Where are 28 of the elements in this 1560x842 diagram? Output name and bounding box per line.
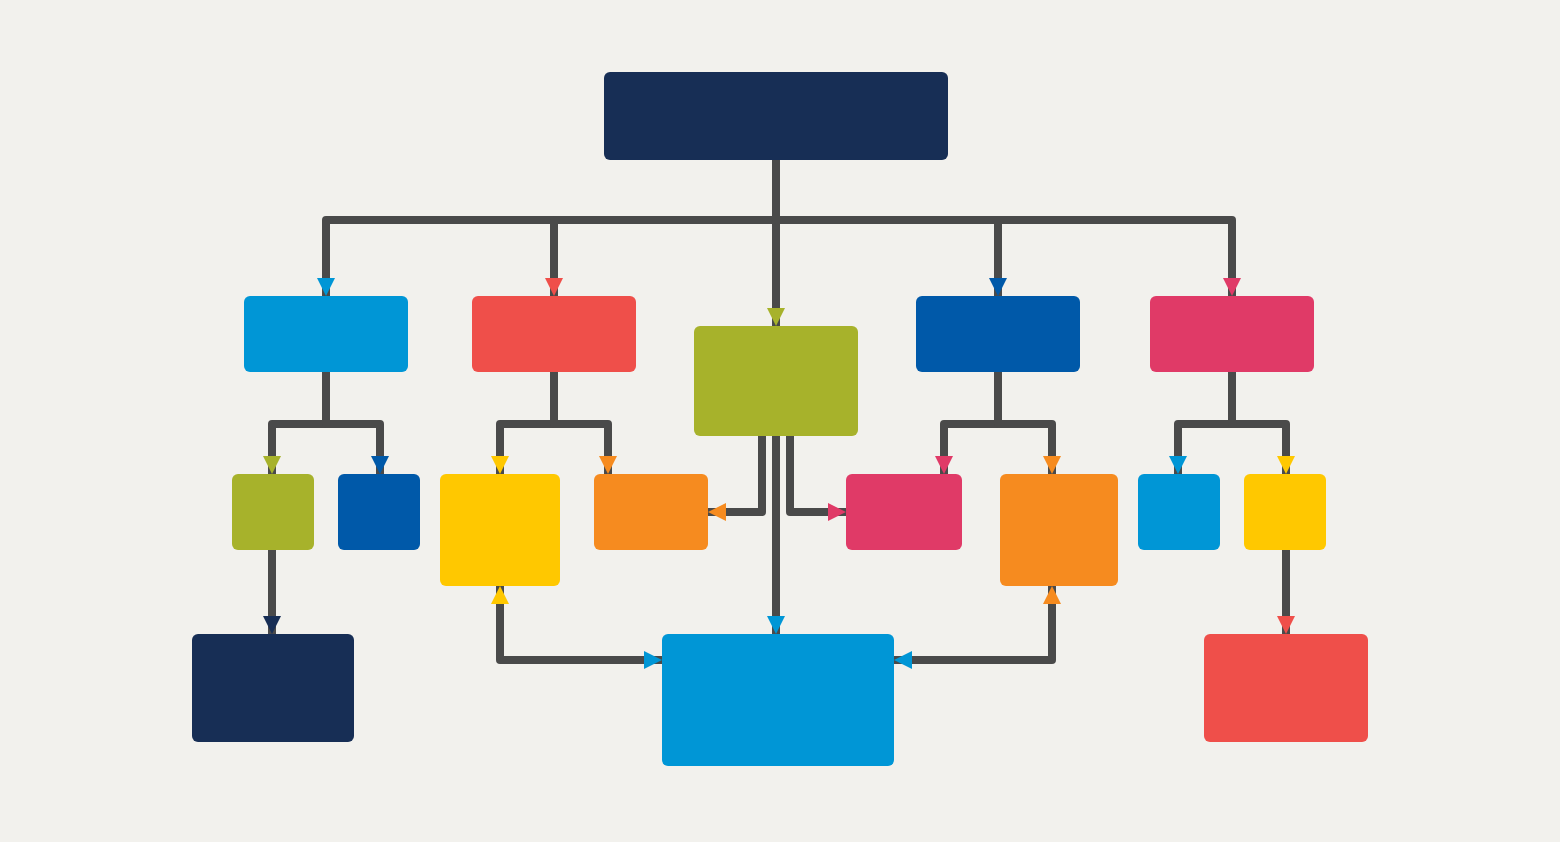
flowchart-box <box>594 474 708 550</box>
arrow <box>786 436 846 521</box>
flowchart-box <box>440 474 560 586</box>
arrow <box>767 436 785 634</box>
flowchart-box <box>916 296 1080 372</box>
flowchart-box <box>1244 474 1326 550</box>
flowchart-box <box>662 634 894 766</box>
flowchart-box <box>244 296 408 372</box>
arrow <box>708 436 766 521</box>
arrow <box>263 550 281 634</box>
flowchart-box <box>1150 296 1314 372</box>
flowchart-box <box>604 72 948 160</box>
flowchart-box <box>338 474 420 550</box>
arrow <box>1228 372 1295 474</box>
flowchart-box <box>1138 474 1220 550</box>
flowchart-box <box>232 474 314 550</box>
arrow <box>1277 550 1295 634</box>
arrow <box>550 372 617 474</box>
arrow <box>322 372 389 474</box>
arrow <box>491 586 662 669</box>
flowchart-box <box>472 296 636 372</box>
flowchart-box <box>846 474 962 550</box>
flowchart-box <box>694 326 858 436</box>
arrow <box>894 586 1061 669</box>
flowchart-box <box>1204 634 1368 742</box>
arrow <box>994 372 1061 474</box>
flowchart-box <box>1000 474 1118 586</box>
flowchart-box <box>192 634 354 742</box>
